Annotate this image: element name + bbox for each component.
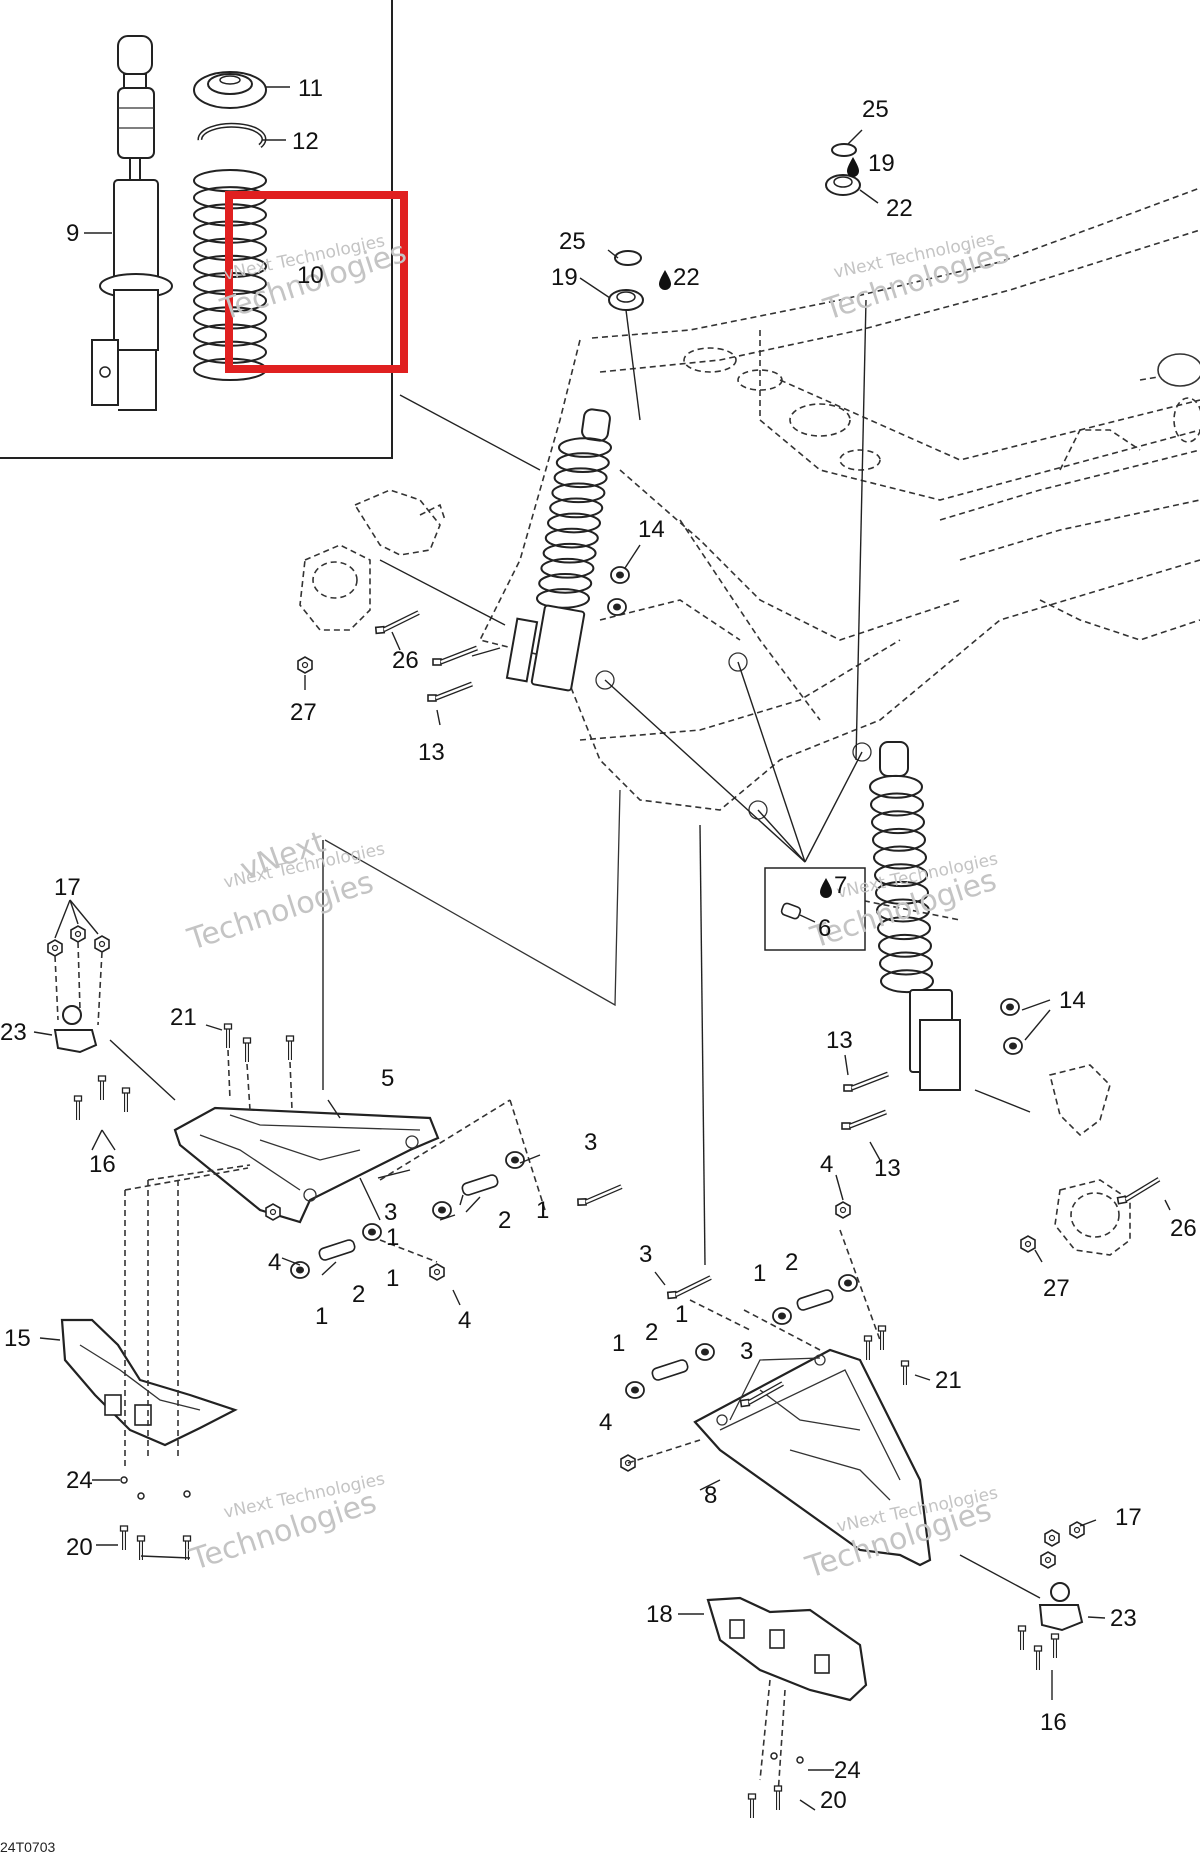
part-label: 1 [315,1303,328,1330]
part-label: 16 [1040,1709,1067,1736]
part-label: 24 [834,1757,861,1784]
part-label: 27 [290,699,317,726]
part-label: 1 [386,1224,399,1251]
part-label: 2 [645,1319,658,1346]
highlight-box [225,191,408,373]
drop-icon [659,270,671,290]
part-label: 20 [66,1534,93,1561]
part-label: 3 [384,1199,397,1226]
part-label: 1 [536,1197,549,1224]
part-label: 25 [862,96,889,123]
part-label: 15 [4,1325,31,1352]
steering-knuckle-right [1049,1064,1131,1256]
shock-absorber-9 [91,35,173,411]
skid-plate-18 [678,1596,868,1820]
ball-joint-23-right [1038,1582,1084,1632]
part-label: 26 [392,647,419,674]
part-label: 26 [1170,1215,1197,1242]
part-label: 3 [639,1241,652,1268]
part-label: 4 [599,1409,612,1436]
part-label: 24 [66,1467,93,1494]
part-label: 11 [298,75,323,102]
part-label: 22 [886,195,913,222]
part-label: 9 [66,220,79,247]
lower-a-arm-8 [620,824,1106,1700]
part-label: 16 [89,1151,116,1178]
drawing-code: 24T0703 [0,1839,55,1855]
left-shock-assembly [297,249,644,726]
part-label: 22 [673,264,700,291]
part-label: 5 [381,1065,394,1092]
part-label: 4 [268,1249,281,1276]
part-labels: 11 12 9 10 25 19 22 25 19 22 14 26 27 13… [0,75,1197,1814]
part-label: 3 [584,1129,597,1156]
part-label: 3 [740,1338,753,1365]
part-label: 17 [54,874,81,901]
part-label: 7 [834,872,847,899]
part-label: 19 [551,264,578,291]
part-label: 8 [704,1482,717,1509]
part-label: 1 [386,1265,399,1292]
part-label: 25 [559,228,586,255]
part-label: 1 [753,1260,766,1287]
part-label: 1 [675,1301,688,1328]
part-label: 21 [170,1004,197,1031]
part-label: 2 [785,1249,798,1276]
part-label: 4 [458,1307,471,1334]
part-label: 14 [1059,987,1086,1014]
steering-knuckle-left [299,489,446,631]
part-label: 23 [1110,1605,1137,1632]
part-label: 23 [0,1019,27,1046]
right-shock-assembly [825,129,1171,1263]
part-label: 4 [820,1151,833,1178]
part-label: 17 [1115,1504,1142,1531]
part-label: 19 [868,150,895,177]
part-label: 27 [1043,1275,1070,1302]
upper-a-arm-5 [33,789,622,1306]
part-label: 14 [638,516,665,543]
hardware-box-6-7 [764,867,866,951]
part-label: 21 [935,1367,962,1394]
spring-seat-11 [193,71,267,109]
part-label: 18 [646,1601,673,1628]
retainer-clip-12 [197,122,267,148]
part-label: 6 [818,915,831,942]
part-label: 12 [292,128,319,155]
part-label: 2 [498,1207,511,1234]
skid-plate-15 [39,1164,251,1562]
part-label: 20 [820,1787,847,1814]
part-label: 13 [418,739,445,766]
inset-panel [0,0,408,459]
part-label: 13 [826,1027,853,1054]
part-label: 2 [352,1281,365,1308]
drop-icon [847,157,859,177]
part-label: 1 [612,1330,625,1357]
part-label: 10 [297,262,324,289]
ball-joint-23-left [53,1005,98,1054]
part-label: 13 [874,1155,901,1182]
